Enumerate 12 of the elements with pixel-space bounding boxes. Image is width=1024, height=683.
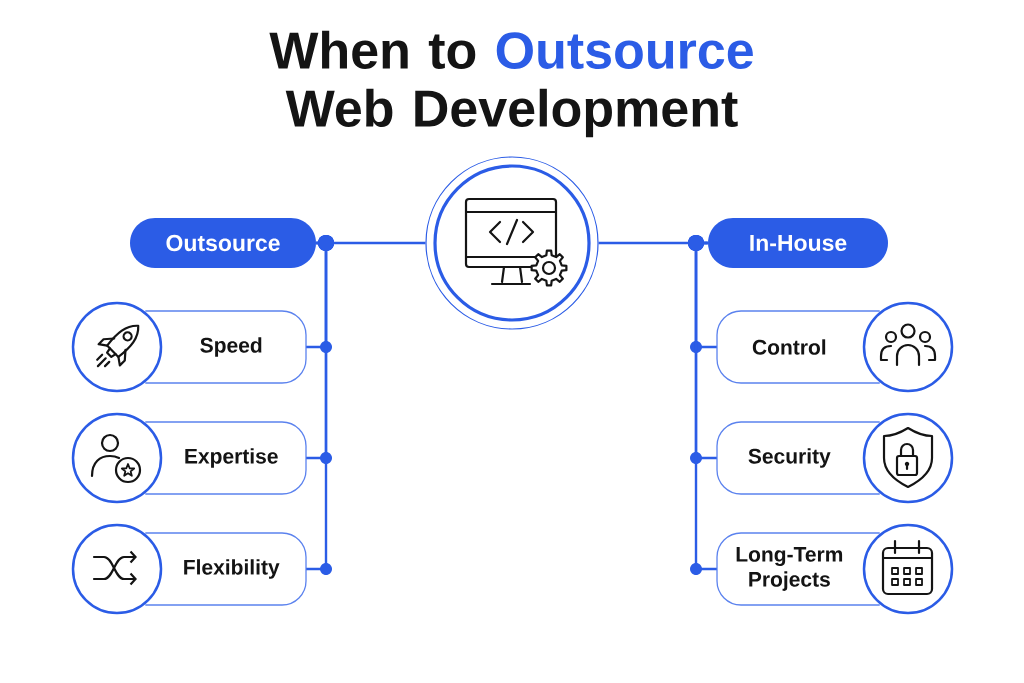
item-box: Long-Term Projects bbox=[716, 532, 881, 606]
title: When to Outsource Web Development bbox=[269, 30, 753, 138]
hub-circle bbox=[425, 156, 599, 330]
connector-line bbox=[688, 235, 717, 575]
heading-pill: Outsource bbox=[130, 218, 316, 268]
item-box: Security bbox=[716, 421, 881, 495]
connector-line bbox=[306, 235, 334, 575]
heading-pill: In-House bbox=[708, 218, 888, 268]
item-box: Expertise bbox=[144, 421, 307, 495]
item-box: Flexibility bbox=[144, 532, 307, 606]
item-box: Control bbox=[716, 310, 881, 384]
item-box: Speed bbox=[144, 310, 307, 384]
